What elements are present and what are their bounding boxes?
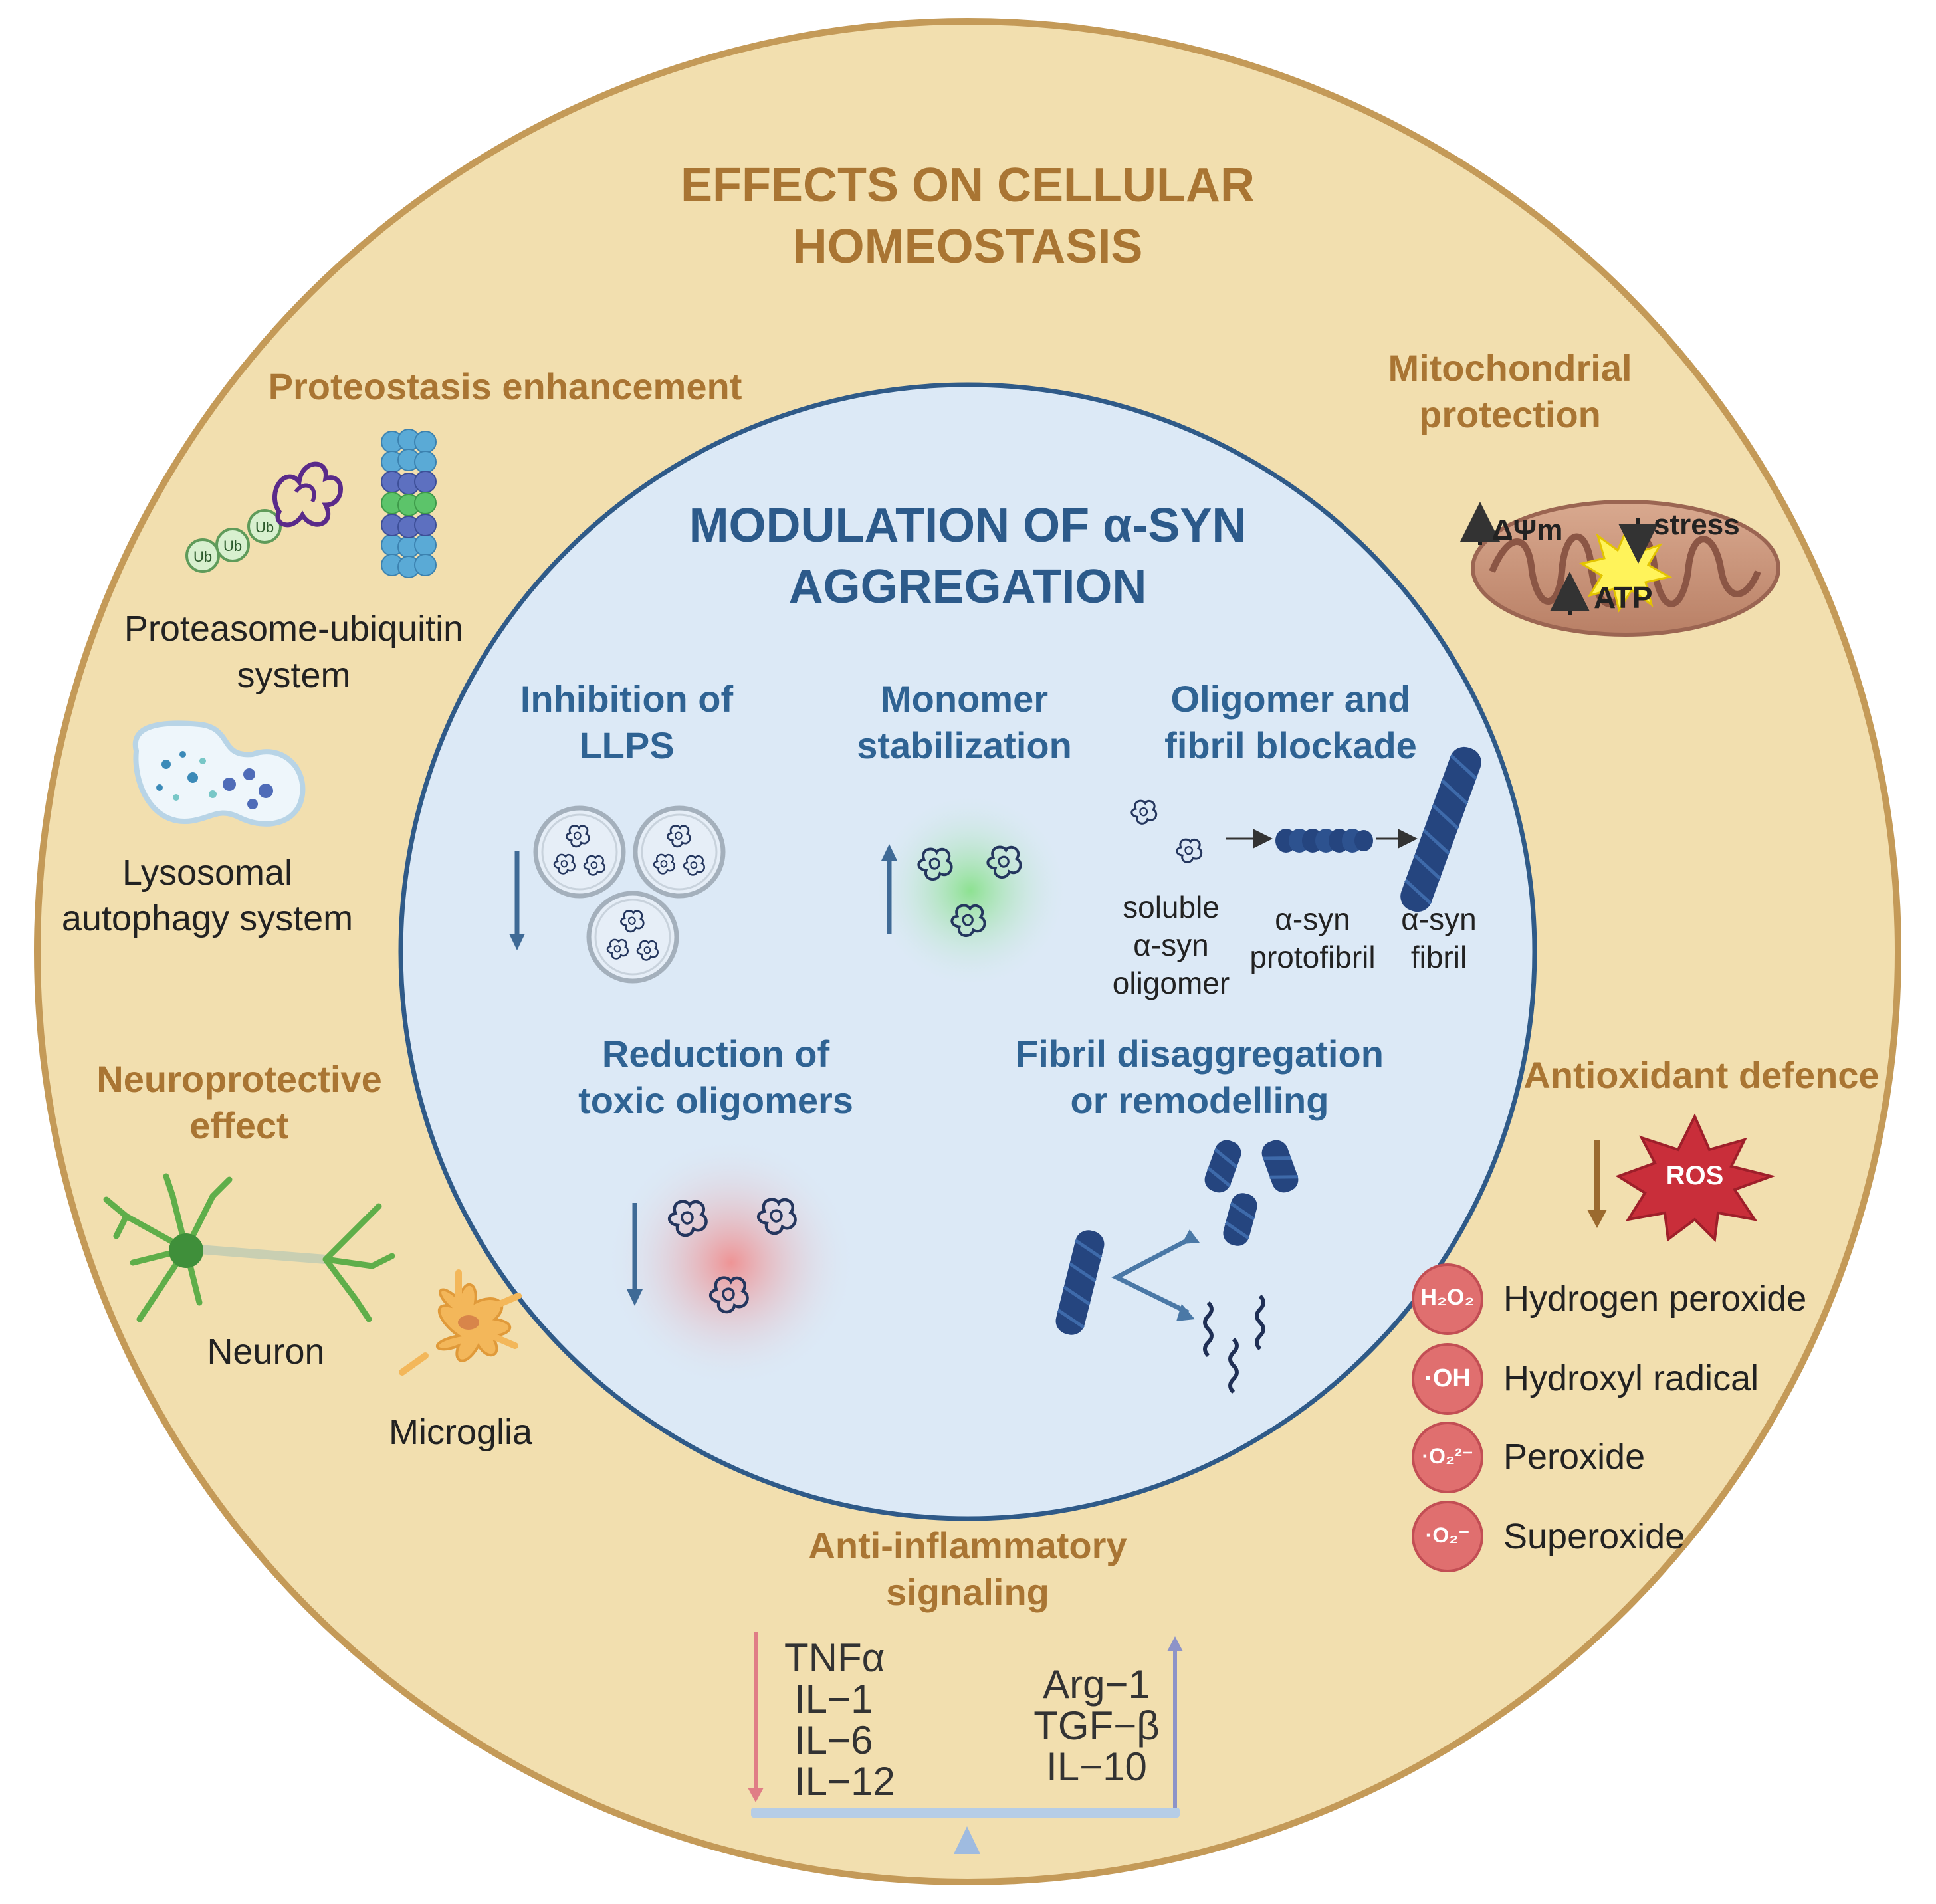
svg-text:Ub: Ub [223,538,242,554]
neuron-icon [103,1173,395,1322]
llps-droplets-icon [533,805,726,984]
disaggregation-arrowhead-up [1182,1229,1200,1244]
disaggregation-heading-line2: or remodelling [1070,1079,1329,1121]
fibril-fragments-icon [1204,1140,1299,1246]
fibril-icon [1400,746,1481,912]
disaggregation-heading-line1: Fibril disaggregation [1016,1033,1384,1075]
down-arrowhead-ros [1587,1210,1607,1228]
ros-species-symbol: ·OH [1424,1364,1471,1392]
fibril-label: fibril [1410,940,1467,974]
monomer-heading-line2: stabilization [857,724,1072,766]
down-arrowhead-toxic [627,1289,643,1306]
oligomer-label: soluble [1123,890,1220,924]
up-arrowhead-monomer [881,844,897,861]
disaggregation-arrowhead-down [1176,1304,1195,1321]
fibril-label: α-syn [1401,902,1477,936]
inner-title-line2: AGGREGATION [788,560,1147,613]
llps-heading-line2: LLPS [579,724,675,766]
protofibril-icon [1275,829,1373,853]
antioxidant-heading: Antioxidant defence [1523,1054,1880,1096]
neuroprotective-heading-line2: effect [189,1105,289,1146]
down-arrowhead-llps [509,934,525,950]
monomer-heading-line1: Monomer [881,678,1048,720]
decrease-arrowhead [748,1788,764,1802]
cytokine-decreased: IL−12 [794,1759,895,1804]
outer-title-line1: EFFECTS ON CELLULAR [681,159,1255,212]
cytokine-decreased: IL−1 [794,1677,873,1721]
llps-heading-line1: Inhibition of [520,678,734,720]
toxic-heading-line2: toxic oligomers [578,1079,853,1121]
balance-fulcrum [954,1826,980,1854]
lysosome-label-line2: autophagy system [61,899,354,938]
ros-species-name: Hydroxyl radical [1503,1358,1759,1398]
ros-species-badges [1412,1263,1483,1572]
svg-text:Ub: Ub [193,548,212,565]
microglia-label: Microglia [388,1412,533,1452]
inner-title-line1: MODULATION OF α-SYN [689,499,1247,552]
svg-text:Ub: Ub [255,519,274,536]
cytokine-decreased: TNFα [784,1636,885,1680]
toxic-glow [605,1136,857,1389]
outer-title-line2: HOMEOSTASIS [792,220,1143,273]
ros-species-symbol: H₂O₂ [1420,1285,1475,1310]
monomer-glow [871,791,1070,990]
anti-inflammatory-heading-line1: Anti-inflammatory [808,1525,1127,1566]
proteasome-label-line1: Proteasome-ubiquitin [124,609,464,649]
ubiquitin-chain-icon: Ub Ub Ub [185,461,343,573]
anti-inflammatory-heading-line2: signaling [886,1571,1049,1613]
atp-label: ATP [1594,580,1653,615]
neuron-body-icon [169,1233,203,1268]
protofibril-label: protofibril [1249,940,1376,974]
ros-species-name: Superoxide [1503,1517,1685,1556]
ros-species-name: Hydrogen peroxide [1503,1279,1807,1319]
mitochondrial-heading-line2: protection [1419,393,1601,435]
ros-label: ROS [1666,1161,1724,1190]
stress-label: stress [1654,508,1740,541]
ros-species-name: Peroxide [1503,1437,1646,1477]
microglia-icon [399,1269,522,1376]
lysosome-label-line1: Lysosomal [122,853,293,893]
protofibril-label: α-syn [1275,902,1350,936]
ros-species-symbol: ·O₂⁻ [1425,1523,1470,1547]
proteostasis-heading: Proteostasis enhancement [268,366,742,407]
oligomer-label: oligomer [1112,966,1230,1000]
blockade-heading-line2: fibril blockade [1164,724,1417,766]
lysosome-icon [132,720,306,827]
neuroprotective-heading-line1: Neuroprotective [96,1058,382,1100]
proteasome-label-line2: system [237,655,351,695]
cytokine-increased: Arg−1 [1043,1662,1150,1707]
oligomer-label: α-syn [1133,928,1209,962]
increase-arrowhead [1167,1636,1183,1651]
membrane-potential-label: ΔΨm [1492,514,1563,546]
mitochondrial-heading-line1: Mitochondrial [1388,347,1632,389]
proteasome-icon [381,429,437,578]
blockade-heading-line1: Oligomer and [1170,678,1411,720]
disaggregation-arrows [1111,1235,1194,1315]
ros-species-symbol: ·O₂²⁻ [1422,1444,1473,1468]
cytokine-decreased: IL−6 [794,1718,873,1762]
cytokine-increased: TGF−β [1033,1703,1160,1748]
ros-burst-icon [1615,1113,1776,1243]
balance-beam [751,1808,1180,1818]
neuron-label: Neuron [207,1332,325,1372]
toxic-heading-line1: Reduction of [601,1033,830,1075]
monomer-strands-icon [1203,1294,1265,1394]
long-fibril-icon [1055,1230,1105,1335]
cytokine-increased: IL−10 [1046,1745,1147,1789]
